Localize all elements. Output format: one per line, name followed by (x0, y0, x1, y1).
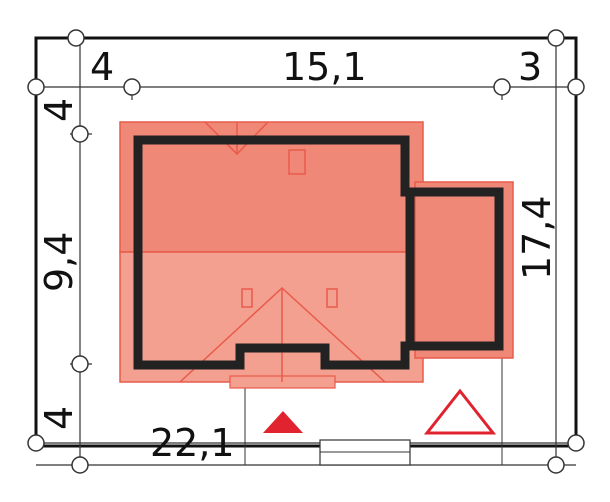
node-circles (27, 29, 585, 474)
outline-triangle-icon (423, 388, 497, 435)
dim-right-middle: 17,4 (515, 195, 559, 280)
filled-triangle-icon (263, 411, 303, 433)
dim-top-left: 4 (90, 45, 114, 89)
skylight-left (241, 288, 253, 308)
chimney (288, 149, 306, 175)
house-walls (133, 135, 504, 370)
dim-left-top: 4 (37, 98, 81, 122)
dim-top-middle: 15,1 (282, 45, 367, 89)
roof-main-front (119, 251, 424, 383)
skylight-right (326, 288, 338, 308)
plot-boundary (34, 36, 578, 448)
dim-left-middle: 9,4 (37, 232, 81, 292)
dim-left-bottom: 4 (37, 406, 81, 430)
dim-bottom: 22,1 (150, 421, 235, 465)
dim-top-right: 3 (518, 45, 542, 89)
